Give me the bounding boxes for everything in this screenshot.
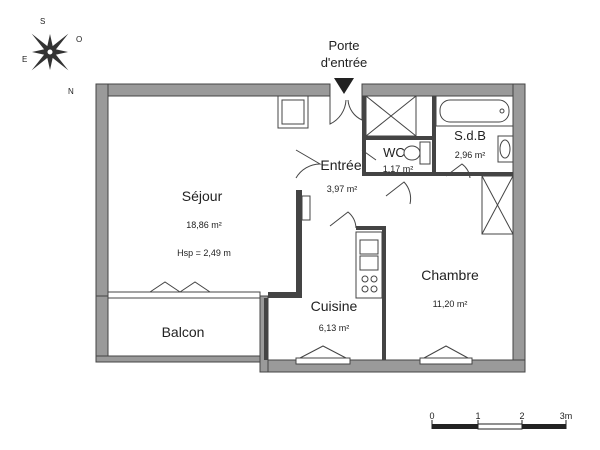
scale-bar: 0 1 2 3m [429, 411, 573, 430]
bathroom-sink-icon [497, 135, 514, 163]
windows [107, 281, 473, 365]
compass-east-label: E [22, 55, 27, 64]
room-chambre-area: 11,20 m² [433, 299, 468, 309]
room-wc-area: 1,17 m² [383, 164, 414, 174]
room-sejour-name: Séjour [182, 188, 223, 204]
room-sejour-height: Hsp = 2,49 m [177, 248, 231, 258]
room-entree-area: 3,97 m² [327, 184, 358, 194]
scale-tick-3: 3m [560, 411, 573, 421]
closet-wc-top [365, 95, 417, 137]
entrance-label-line1: Porte [328, 38, 359, 53]
scale-tick-2: 2 [519, 411, 524, 421]
room-sdb-name: S.d.B [454, 128, 486, 143]
room-chambre-name: Chambre [421, 267, 479, 283]
room-cuisine-area: 6,13 m² [319, 323, 350, 333]
room-cuisine-name: Cuisine [311, 298, 358, 314]
room-balcon-name: Balcon [162, 324, 205, 340]
room-sejour-area: 18,86 m² [186, 220, 222, 230]
chambre-closet [481, 175, 514, 235]
entrance-label-line2: d'entrée [321, 55, 368, 70]
compass-north-label: N [68, 87, 74, 96]
scale-tick-1: 1 [475, 411, 480, 421]
entrance-arrow-icon [334, 78, 354, 94]
room-entree-name: Entrée [320, 157, 361, 173]
compass-rose-icon: S O E N [22, 17, 82, 96]
compass-south-label: S [40, 17, 45, 26]
room-wc-name: WC [383, 145, 405, 160]
room-sdb-area: 2,96 m² [455, 150, 486, 160]
scale-tick-0: 0 [429, 411, 434, 421]
interior-walls [264, 95, 513, 360]
door-swings [295, 96, 471, 229]
toilet-icon [403, 141, 431, 165]
compass-west-label: O [76, 35, 82, 44]
kitchen-counter [355, 231, 383, 299]
bathtub-icon [435, 95, 514, 127]
